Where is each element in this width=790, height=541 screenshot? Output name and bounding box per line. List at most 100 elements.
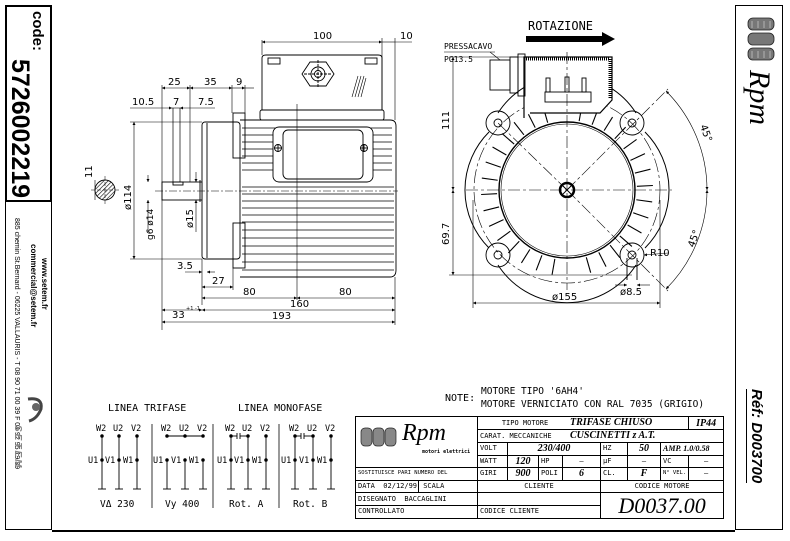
fin-line bbox=[633, 212, 649, 219]
fin-line bbox=[551, 258, 556, 275]
fin-line bbox=[585, 257, 592, 273]
dim-69-7: 69.7 bbox=[441, 223, 452, 245]
dim-80-left: 80 bbox=[243, 287, 256, 298]
amp-value: AMP. 1.0/0.58 bbox=[659, 442, 725, 456]
terminal-label-top: V2 bbox=[131, 424, 141, 434]
email-link[interactable]: commercial@setem.fr bbox=[29, 244, 38, 328]
fin-line bbox=[527, 113, 536, 128]
watt-label: WATT bbox=[477, 454, 508, 469]
terminal-label-mid: W1 bbox=[252, 456, 262, 466]
terminal-label-mid: W1 bbox=[189, 456, 199, 466]
vel-label: N° VEL. bbox=[659, 467, 690, 481]
terminal-label-mid: U1 bbox=[281, 456, 291, 466]
terminal-label-top: W2 bbox=[225, 424, 235, 434]
volt-value: 230/400 bbox=[507, 442, 601, 456]
reference-number: Réf: D003700 bbox=[746, 389, 765, 484]
terminal-label-top: V2 bbox=[325, 424, 335, 434]
terminal-label-mid: U1 bbox=[88, 456, 98, 466]
dim-angle-lower: 45° bbox=[686, 229, 702, 249]
dim-10-5: 10.5 bbox=[132, 97, 154, 108]
terminal-label-top: W2 bbox=[96, 424, 106, 434]
dim-d14: g6 ø14 bbox=[146, 208, 156, 240]
fin-line bbox=[481, 177, 498, 181]
dim-80-right: 80 bbox=[339, 287, 352, 298]
dim-100: 100 bbox=[313, 31, 332, 42]
giri-value: 900 bbox=[507, 467, 539, 481]
terminal-label-mid: V1 bbox=[105, 456, 115, 466]
wiring-caption: Vy 400 bbox=[165, 499, 200, 510]
carat-label: CARAT. MECCANICHE bbox=[480, 432, 552, 440]
dim-25: 25 bbox=[168, 77, 181, 88]
screw-icon bbox=[360, 144, 368, 152]
vc-value: — bbox=[688, 454, 725, 469]
fin-line bbox=[485, 161, 501, 168]
terminal-label-top: W2 bbox=[161, 424, 171, 434]
terminal-label-top: V2 bbox=[260, 424, 270, 434]
tipo-motore-value: TRIFASE CHIUSO bbox=[570, 417, 653, 429]
fin-line bbox=[627, 224, 642, 234]
code-value: 5726002219 bbox=[6, 59, 34, 199]
rpm-coil-logo-icon bbox=[360, 427, 397, 447]
side-view bbox=[91, 38, 412, 330]
uf-label: µF bbox=[600, 454, 628, 469]
carat-value: CUSCINETTI z A.T. bbox=[570, 430, 656, 442]
wiring-caption: Rot. A bbox=[229, 499, 264, 510]
hz-label: HZ bbox=[600, 442, 628, 456]
mounting-lug bbox=[619, 242, 645, 280]
single-phase-title: LINEA MONOFASE bbox=[238, 403, 322, 414]
terminal-label-top: W2 bbox=[289, 424, 299, 434]
wiring-caption: Rot. B bbox=[293, 499, 328, 510]
cliente-label: CLIENTE bbox=[477, 479, 601, 494]
dim-35: 35 bbox=[204, 77, 217, 88]
cable-gland-side-icon bbox=[489, 53, 526, 97]
code-label: code: bbox=[29, 11, 46, 52]
dim-d114: ø114 bbox=[123, 185, 134, 210]
dim-111: 111 bbox=[441, 111, 452, 130]
screw-icon bbox=[274, 144, 282, 152]
fin-line bbox=[497, 230, 511, 241]
dim-33-tolerance: +1 -1 bbox=[186, 306, 200, 312]
note-label: NOTE: bbox=[445, 393, 475, 404]
front-view-labels: ROTAZIONE PRESSACAVO PG13.5 111 69.7 ø15… bbox=[441, 19, 714, 303]
data-value: 02/12/99 bbox=[383, 482, 418, 491]
fin-line bbox=[603, 116, 614, 131]
front-view bbox=[444, 32, 709, 308]
fin-line bbox=[520, 249, 531, 264]
fin-line bbox=[492, 146, 507, 156]
terminal-label-mid: V1 bbox=[171, 456, 181, 466]
side-view-dimensions: 100 10 25 35 9 10.5 7 7.5 11 ø114 g6 ø14… bbox=[84, 31, 413, 322]
dim-7: 7 bbox=[173, 97, 179, 108]
dim-r10: R10 bbox=[650, 248, 670, 259]
address-text: 885 chemin St.Bernard - 06225 VALLAURIS … bbox=[13, 218, 20, 469]
wiring-caption: VΔ 230 bbox=[100, 499, 135, 510]
dim-angle-upper: 45° bbox=[697, 123, 713, 143]
website-link[interactable]: www.setem.fr bbox=[40, 258, 49, 310]
three-phase-title: LINEA TRIFASE bbox=[108, 403, 186, 414]
side-dimension-lines bbox=[94, 38, 412, 330]
dim-10: 10 bbox=[400, 31, 413, 42]
cl-label: CL. bbox=[600, 467, 628, 481]
fin-line bbox=[636, 184, 653, 187]
setem-logo-icon bbox=[25, 395, 47, 423]
title-block-logo-text: Rpm bbox=[402, 420, 446, 446]
fin-line bbox=[619, 235, 633, 247]
note-line-1: MOTORE TIPO '6AH4' bbox=[481, 386, 584, 397]
fin-line bbox=[634, 168, 651, 174]
wiring-diagrams: LINEA TRIFASE LINEA MONOFASE W2U1U2V1V2W… bbox=[88, 403, 335, 510]
terminal-label-mid: W1 bbox=[317, 456, 327, 466]
scala-label: SCALA bbox=[423, 482, 445, 491]
fin-line bbox=[598, 252, 607, 267]
codice-cliente-label: CODICE CLIENTE bbox=[477, 504, 601, 519]
hp-value: — bbox=[562, 454, 601, 469]
fin-line bbox=[513, 121, 525, 136]
rpm-brand-text: Rpm bbox=[743, 70, 776, 125]
terminal-label-top: U2 bbox=[307, 424, 317, 434]
controllato-label: CONTROLLATO bbox=[355, 504, 478, 519]
dim-11: 11 bbox=[84, 165, 95, 178]
hz-value: 50 bbox=[627, 442, 661, 456]
dim-160: 160 bbox=[290, 299, 309, 310]
fin-line bbox=[614, 126, 627, 140]
